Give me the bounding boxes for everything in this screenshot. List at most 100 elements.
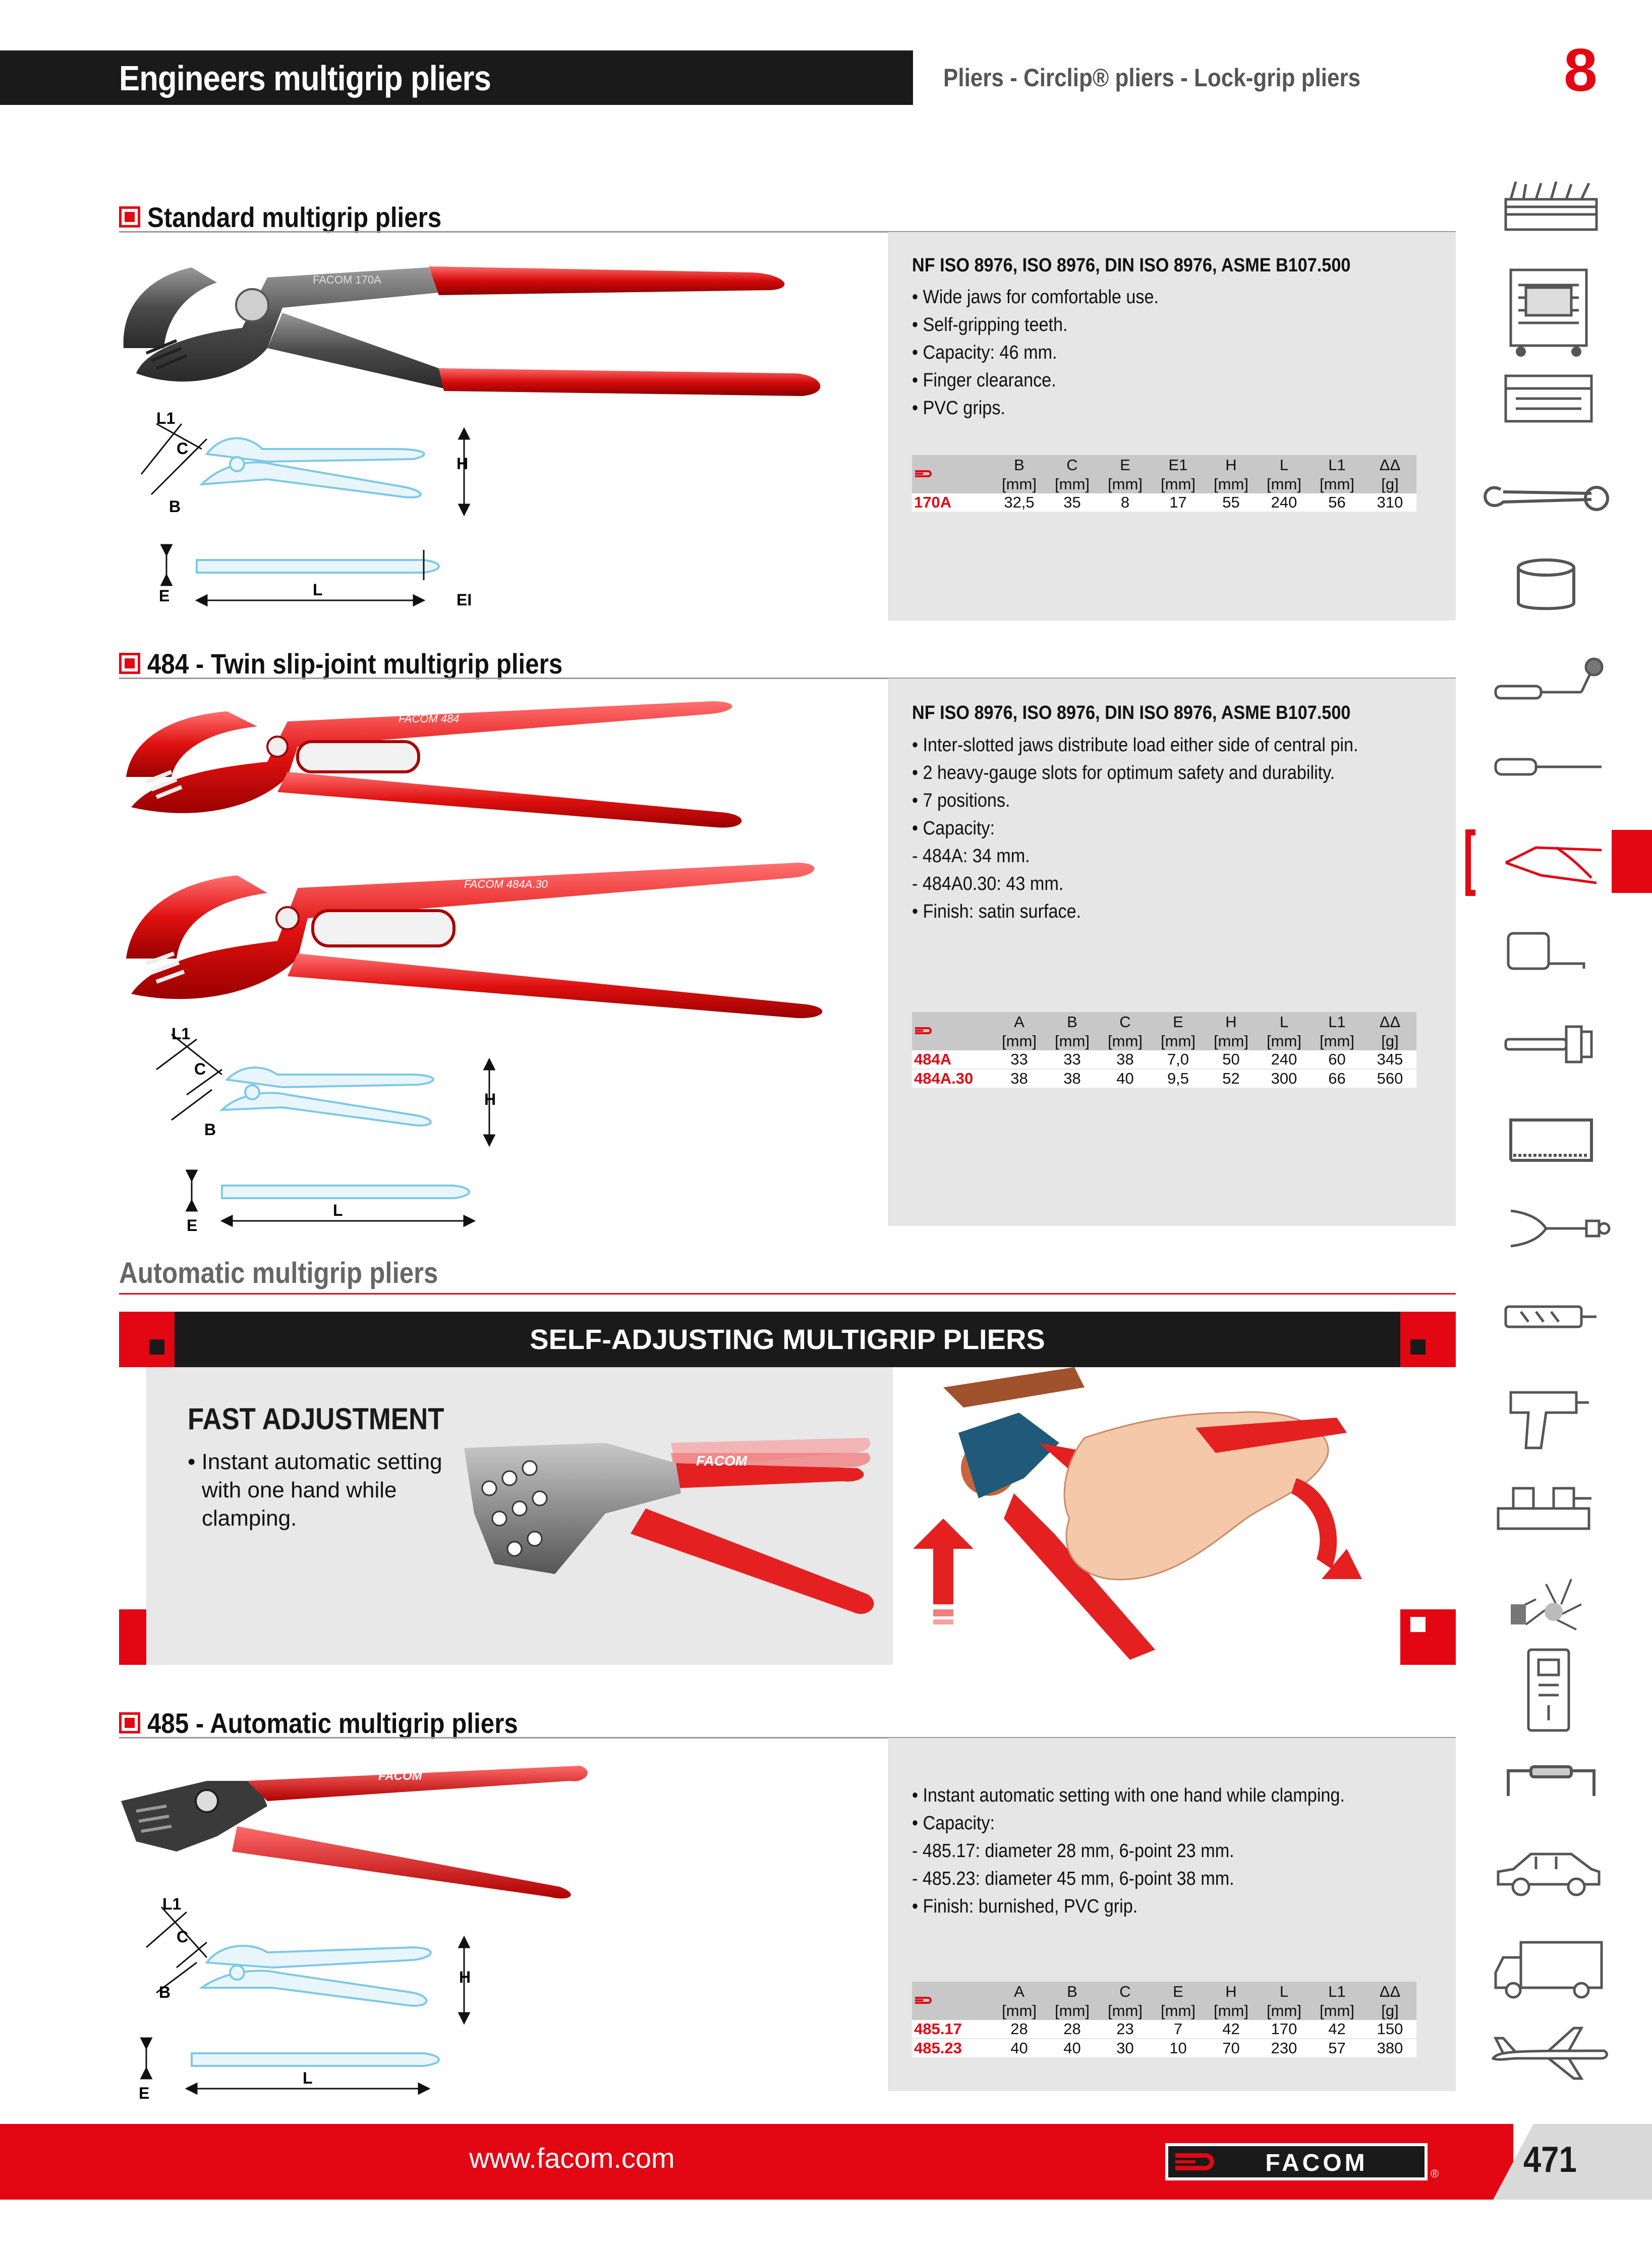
car-icon[interactable] — [1491, 1844, 1607, 1899]
dim-label-l: L — [313, 581, 323, 599]
wrench-icon[interactable] — [1480, 479, 1612, 515]
feature-item: - 484A0.30: 43 mm. — [912, 873, 1064, 894]
feature-banner — [119, 1312, 1456, 1367]
cell: 560 — [1363, 1069, 1416, 1089]
col-header: C — [1099, 1012, 1152, 1032]
dim-label-c: C — [177, 1928, 188, 1946]
section-title: Standard multigrip pliers — [147, 201, 442, 233]
electrical-icon[interactable] — [1523, 1645, 1574, 1735]
cell: 17 — [1152, 493, 1205, 513]
cell: 28 — [993, 2020, 1046, 2039]
col-header: A — [993, 1012, 1046, 1032]
cell: 28 — [1046, 2020, 1099, 2039]
cell: 9,5 — [1152, 1069, 1205, 1089]
section-bullet-icon — [119, 206, 140, 228]
feature-item: • Self-gripping teeth. — [912, 314, 1068, 335]
screwdriver-icon[interactable] — [1491, 752, 1607, 782]
feature-description: • Instant automatic setting with one han… — [188, 1448, 442, 1533]
hammer-icon[interactable] — [1501, 1024, 1597, 1064]
section-rule — [119, 678, 1456, 679]
cell: 38 — [993, 1069, 1046, 1089]
cell: 57 — [1311, 2039, 1363, 2058]
product-ref: 485.17 — [912, 2020, 993, 2039]
section-title: 485 - Automatic multigrip pliers — [147, 1707, 518, 1739]
cell: 30 — [1099, 2039, 1152, 2058]
handle-icon[interactable] — [1501, 1761, 1602, 1801]
corner-bracket-icon — [119, 1312, 175, 1367]
col-header: C — [1099, 1982, 1152, 2002]
facom-ref-icon — [912, 1982, 993, 2020]
dim-label-l: L — [333, 1201, 343, 1219]
feature-item: • Wide jaws for comfortable use. — [912, 287, 1159, 308]
table-row: 170A 32,5 35 8 17 55 240 56 310 — [912, 493, 1416, 513]
truck-icon[interactable] — [1491, 1937, 1607, 2003]
feature-item: - 485.17: diameter 28 mm, 6-point 23 mm. — [912, 1840, 1234, 1862]
col-header: H — [1205, 455, 1258, 475]
dim-label-c: C — [194, 1060, 206, 1078]
col-header: L1 — [1311, 1982, 1363, 2002]
table-row: 485.17 28 28 23 7 42 170 42 150 — [912, 2020, 1416, 2039]
tool-cabinet-icon[interactable] — [1506, 265, 1591, 358]
col-unit: [mm] — [1152, 2002, 1205, 2020]
hacksaw-icon[interactable] — [1501, 1110, 1602, 1165]
col-header: L — [1258, 455, 1311, 475]
dim-label-h: H — [459, 1968, 471, 1986]
cell: 310 — [1363, 493, 1416, 513]
website-link[interactable]: www.facom.com — [469, 2142, 675, 2174]
cell: 7 — [1152, 2020, 1205, 2039]
corner-bracket-icon — [1400, 1312, 1456, 1367]
col-unit: [mm] — [1099, 2002, 1152, 2020]
impact-wrench-icon[interactable] — [1506, 1382, 1591, 1453]
toolbox-icon[interactable] — [1501, 179, 1602, 235]
dimension-diagram-170a: L1 C B H E L EI — [121, 394, 504, 615]
tape-measure-icon[interactable] — [1503, 928, 1589, 974]
table-row: 485.23 40 40 30 10 70 230 57 380 — [912, 2039, 1416, 2058]
cell: 240 — [1258, 1050, 1311, 1070]
plier-engraving: FACOM 484A.30 — [464, 878, 548, 890]
cell: 170 — [1258, 2020, 1311, 2039]
ratchet-icon[interactable] — [1491, 656, 1607, 711]
section-title: 484 - Twin slip-joint multigrip pliers — [147, 647, 563, 680]
puller-icon[interactable] — [1501, 1201, 1612, 1256]
product-ref: 170A — [912, 493, 993, 513]
col-unit: [mm] — [993, 2002, 1046, 2020]
dim-label-b: B — [159, 1983, 170, 2001]
plier-engraving: 485.23 B — [358, 1823, 394, 1833]
airplane-icon[interactable] — [1488, 2023, 1609, 2084]
brand-wordmark: FACOM — [1265, 2150, 1368, 2176]
cell: 55 — [1205, 493, 1258, 513]
col-unit: [mm] — [1205, 2002, 1258, 2020]
tester-icon[interactable] — [1501, 1302, 1602, 1332]
feature-item: • Finish: satin surface. — [912, 901, 1081, 922]
cell: 60 — [1311, 1050, 1363, 1070]
cell: 150 — [1363, 2020, 1416, 2039]
plier-photo-485: FACOM 485.23 B — [116, 1751, 600, 1902]
col-header: E — [1152, 1982, 1205, 2002]
col-unit: [mm] — [1099, 475, 1152, 493]
tool-drawer-icon[interactable] — [1501, 371, 1597, 426]
facom-logo: FACOM — [1165, 2143, 1428, 2180]
active-chapter-tab[interactable] — [1612, 830, 1652, 893]
section-heading-484: 484 - Twin slip-joint multigrip pliers — [119, 647, 619, 680]
socket-icon[interactable] — [1511, 557, 1581, 613]
safety-icon[interactable] — [1506, 1564, 1591, 1640]
col-header: A — [993, 1982, 1046, 2002]
feature-item: • 7 positions. — [912, 790, 1010, 811]
col-unit: [mm] — [1152, 1032, 1205, 1050]
dim-label-l1: L1 — [172, 1025, 190, 1043]
feature-item: • Inter-slotted jaws distribute load eit… — [912, 735, 1358, 756]
page-number: 471 — [1523, 2140, 1577, 2180]
vice-icon[interactable] — [1493, 1478, 1594, 1534]
page-title: Engineers multigrip pliers — [119, 59, 491, 98]
col-header: L — [1258, 1982, 1311, 2002]
facom-ref-icon — [912, 455, 993, 493]
col-header: E — [1152, 1012, 1205, 1032]
spec-table-485: A B C E H L L1 ΔΔ [mm] [mm] [mm] [mm] [m… — [912, 1982, 1416, 2058]
dim-label-e: E — [139, 2084, 149, 2099]
pliers-icon[interactable] — [1465, 827, 1607, 898]
cell: 40 — [1046, 2039, 1099, 2058]
spec-panel-484 — [888, 679, 1456, 1226]
cell: 300 — [1258, 1069, 1311, 1089]
cell: 240 — [1258, 493, 1311, 513]
section-heading-485: 485 - Automatic multigrip pliers — [119, 1707, 568, 1739]
